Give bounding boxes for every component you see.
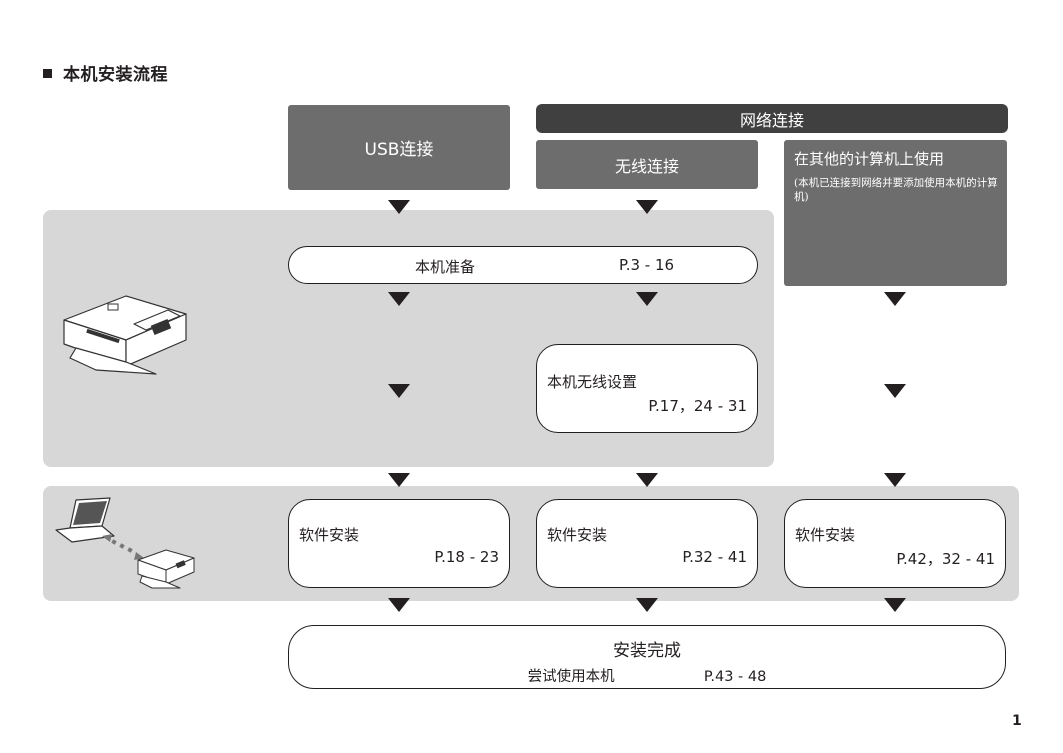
flow-arrow-icon (388, 292, 410, 306)
network-connection-label: 网络连接 (739, 110, 804, 130)
flow-arrow-icon (388, 384, 410, 398)
flow-arrow-icon (884, 598, 906, 612)
page-number: 1 (1012, 713, 1022, 729)
step-pages: P.32 - 41 (682, 548, 747, 566)
flow-arrow-icon (884, 292, 906, 306)
step-pages: P.18 - 23 (434, 548, 499, 566)
step-label: 本机无线设置 (547, 373, 638, 391)
wireless-connection-header: 无线连接 (536, 140, 758, 189)
wireless-connection-label: 无线连接 (614, 156, 679, 176)
step-install-wireless: 软件安装 P.32 - 41 (536, 499, 758, 588)
step-label: 软件安装 (795, 526, 856, 544)
step-pages: P.42，32 - 41 (896, 550, 995, 568)
other-computer-header: 在其他的计算机上使用 (本机已连接到网络并要添加使用本机的计算机) (784, 140, 1007, 286)
complete-title: 安装完成 (613, 641, 681, 661)
step-label: 软件安装 (299, 526, 360, 544)
step-pages: P.17，24 - 31 (648, 397, 747, 415)
square-bullet-icon (43, 69, 52, 78)
other-computer-title: 在其他的计算机上使用 (794, 150, 945, 168)
flow-arrow-icon (636, 292, 658, 306)
connection-arrow-icon (102, 534, 144, 560)
flow-arrow-icon (884, 384, 906, 398)
usb-connection-label: USB连接 (364, 140, 434, 160)
step-label: 本机准备 (415, 258, 476, 276)
complete-sub-label: 尝试使用本机 (527, 669, 615, 685)
network-connection-header: 网络连接 (536, 104, 1008, 133)
section-heading-text: 本机安装流程 (63, 65, 168, 85)
flow-arrow-icon (636, 473, 658, 487)
step-prepare-printer: 本机准备 P.3 - 16 (288, 246, 758, 284)
flow-arrow-icon (636, 598, 658, 612)
small-printer-icon (137, 549, 195, 589)
step-pages: P.3 - 16 (619, 256, 675, 274)
flow-arrow-icon (388, 200, 410, 214)
flow-arrow-icon (636, 200, 658, 214)
complete-subline: 尝试使用本机 P.43 - 48 (289, 665, 1005, 686)
section-heading: 本机安装流程 (43, 60, 168, 85)
complete-pages: P.43 - 48 (703, 669, 767, 685)
step-install-complete: 安装完成 尝试使用本机 P.43 - 48 (288, 625, 1006, 689)
step-label: 软件安装 (547, 526, 608, 544)
step-wireless-setup: 本机无线设置 P.17，24 - 31 (536, 344, 758, 433)
printer-icon (63, 295, 187, 375)
flow-arrow-icon (388, 598, 410, 612)
usb-connection-header: USB连接 (288, 105, 510, 190)
flow-arrow-icon (884, 473, 906, 487)
step-install-other: 软件安装 P.42，32 - 41 (784, 499, 1006, 588)
laptop-icon (55, 497, 115, 543)
flow-arrow-icon (388, 473, 410, 487)
other-computer-note: (本机已连接到网络并要添加使用本机的计算机) (794, 177, 998, 203)
step-install-usb: 软件安装 P.18 - 23 (288, 499, 510, 588)
